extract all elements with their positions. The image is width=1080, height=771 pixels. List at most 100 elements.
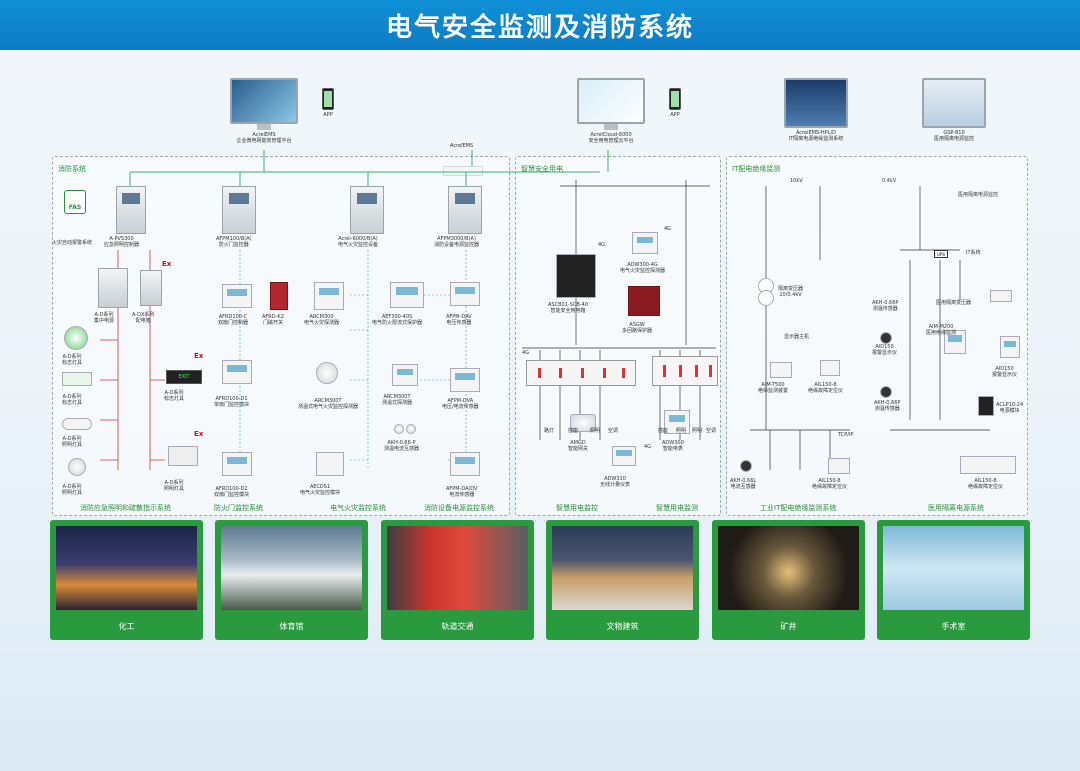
ct-detector [392, 364, 418, 386]
temp-detector-caption: ARCM300T 测温式电气火灾监控探测器 [298, 398, 359, 410]
title-bar: 电气安全监测及消防系统 [0, 0, 1080, 50]
load-4: 空调 [608, 428, 619, 434]
ems-tag: AcrelEMS [450, 143, 474, 149]
twin-head-light [168, 446, 198, 466]
double-door-module-caption: AFRD100-D2 双扇门监控模块 [214, 486, 250, 498]
current-sensor-caption: AFPM-DA/DV 电流传感器 [446, 486, 478, 498]
door-magnet [270, 282, 288, 310]
door-magnet-caption: AFRD-K2 门磁开关 [262, 314, 284, 326]
fire-module-caption: AECDS1 电气火灾监控模块 [300, 484, 341, 496]
loc-device-2-caption: AIL150-8 绝缘故障定位仪 [812, 478, 848, 490]
smart-meter-caption: ADW300 智能电表 [662, 440, 684, 452]
fire-detector [314, 282, 344, 310]
door-controller [222, 284, 252, 308]
it-rack-device [990, 290, 1012, 302]
load-8: 空调 [706, 428, 717, 434]
power-module [978, 396, 994, 416]
med-imd [944, 330, 966, 354]
cabinet-emergency-caption: A-PVS300 应急照明控制器 [104, 236, 140, 248]
fire-module [316, 452, 344, 476]
loc-device-2 [828, 458, 850, 474]
current-limiter [390, 282, 424, 308]
med-ct [880, 332, 892, 344]
exit-lamp-round-caption: A-D系列 标志灯具 [62, 354, 83, 366]
cabinet-electric-fire [350, 186, 384, 234]
transformer-icon-2 [758, 290, 774, 306]
smart-footer-1: 智慧用电监控 [556, 504, 598, 512]
hpl-screen: AcrelEMS-HPL/D IT隔离电源绝缘监测系统 [784, 78, 848, 142]
distribution-box-caption: A-DX系列 配电箱 [132, 312, 155, 324]
vi-sensor [450, 368, 480, 392]
central-psu-caption: A-D系列 集中电源 [94, 312, 115, 324]
wireless-meter [612, 446, 636, 466]
med-terminal [960, 456, 1016, 474]
load-5: 插座 [658, 428, 669, 434]
application-caption: 矿井 [780, 622, 797, 631]
med-terminal-caption: AIL150-8 绝缘故障定位仪 [968, 478, 1004, 490]
cabinet-emergency [116, 186, 146, 234]
ex-mark-2: Ex [194, 352, 204, 360]
app-phone-2: APP [669, 88, 681, 118]
wifi-tag-2: 4G [664, 226, 672, 232]
it-panel-title: IT配电绝缘监测 [732, 165, 781, 173]
cabinet-power-monitor-caption: AFPM3000/B(A) 消防设备电源监控器 [434, 236, 480, 248]
power-module-caption: ACLP10-24 电源模块 [996, 402, 1024, 414]
cabinet-electric-fire-caption: Acrel-6000/B(A) 电气火灾监控设备 [338, 236, 379, 248]
app-phone-2-caption: APP [670, 112, 680, 118]
hpl-screen-caption: AcrelEMS-HPL/D IT隔离电源绝缘监测系统 [788, 130, 844, 142]
cloud-monitor: AcrelCloud-6000 安全用电管理云平台 [577, 78, 645, 144]
round-light-caption: A-D系列 照明灯具 [62, 484, 83, 496]
application-card-operating-room: 手术室 [877, 520, 1030, 640]
med-ct-caption: AID150 报警显示仪 [872, 344, 898, 356]
voltage-sensor-caption: AFPM-DAV 电压传感器 [446, 314, 472, 326]
gateway-device-caption: AMGD 智能网关 [568, 440, 589, 452]
application-caption: 体育馆 [279, 622, 304, 631]
imd-caption: AIM-T500 绝缘监测装置 [758, 382, 789, 394]
application-caption: 手术室 [941, 622, 966, 631]
ex-mark-3: Ex [194, 430, 204, 438]
hmi-caption: 显示器主机 [784, 334, 810, 340]
door-controller-caption: AFRD100-C 双扇门控制器 [218, 314, 249, 326]
ct-ring-2 [406, 424, 416, 434]
fault-locator [820, 360, 840, 376]
load-1: 路灯 [544, 428, 555, 434]
ct-ring-caption: AKH-0.66-P 测温电流互感器 [384, 440, 420, 452]
ct-ring-1 [394, 424, 404, 434]
transformer-caption: 隔离变压器 10/0.4kV [778, 286, 804, 298]
app-phone-1-caption: APP [323, 112, 333, 118]
application-caption: 文物建筑 [606, 622, 639, 631]
alarm-display-caption: AID150 报警显示仪 [992, 366, 1018, 378]
it-voltage-1: 10kV [790, 178, 803, 184]
exit-lamp-round [64, 326, 88, 350]
load-7: 照明 [692, 428, 703, 434]
application-card-railway: 轨道交通 [381, 520, 534, 640]
application-card-heritage: 文物建筑 [546, 520, 699, 640]
smart-meter [664, 410, 690, 434]
application-card-chemical: 化工 [50, 520, 203, 640]
round-light [68, 458, 86, 476]
application-card-mine: 矿井 [712, 520, 865, 640]
cabinet-power-monitor [448, 186, 482, 234]
wifi-tag-3: 4G [522, 350, 530, 356]
it-sensor-caption: AKH-0.66P 测温传感器 [872, 300, 899, 312]
it-sys-caption: IT系统 [966, 250, 981, 256]
fire-footer-3: 电气火灾监控系统 [330, 504, 386, 512]
cabinet-firedoor-caption: AFPM100/B(A) 防火门监控器 [216, 236, 252, 248]
imd-device [770, 362, 792, 378]
breaker-row-1 [526, 360, 636, 386]
gsp-screen-caption: GSP-810 医用隔离电源监控 [933, 130, 974, 142]
voltage-sensor [450, 282, 480, 306]
current-sensor [450, 452, 480, 476]
ems-monitor-caption: AcrelEMS 企业微电网能效管理平台 [236, 132, 292, 144]
it-voltage-2: 0.4kV [882, 178, 897, 184]
current-limiter-caption: AEF300-40S 电气防火限流式保护器 [372, 314, 423, 326]
page-title: 电气安全监测及消防系统 [385, 12, 694, 43]
ex-sign-lamp-caption: A-D系列 标志灯具 [164, 390, 185, 402]
it-footer-1: 工业IT配电绝缘监测系统 [760, 504, 837, 512]
temp-sensor-ring [880, 386, 892, 398]
cloud-monitor-caption: AcrelCloud-6000 安全用电管理云平台 [588, 132, 634, 144]
wifi-tag-4: 4G [644, 444, 652, 450]
load-3: 照明 [590, 428, 601, 434]
wireless-meter-caption: ADW310 无线计量仪表 [600, 476, 631, 488]
ex-mark-1: Ex [162, 260, 172, 268]
